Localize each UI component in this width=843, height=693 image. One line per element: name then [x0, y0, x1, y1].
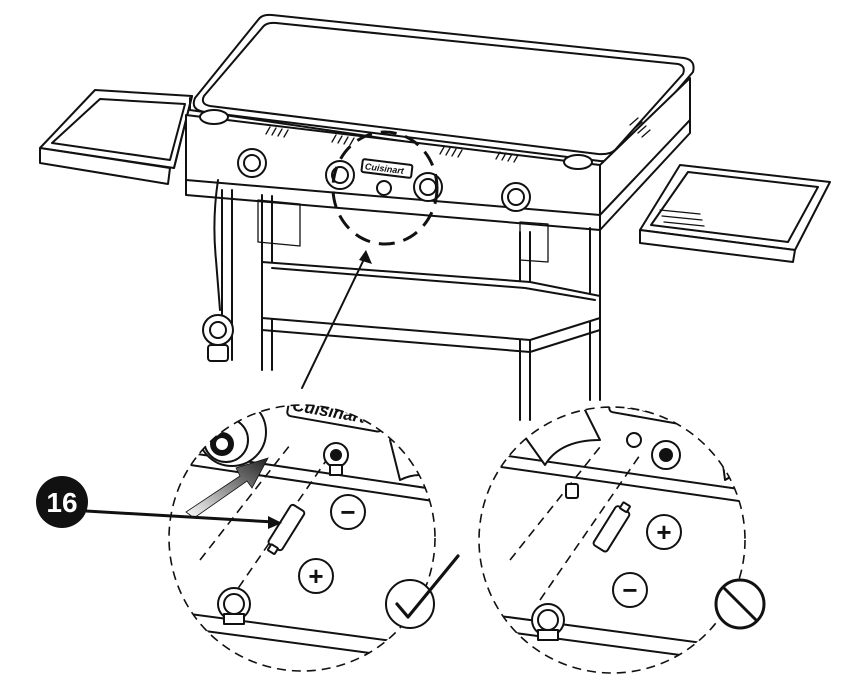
ignition-button	[376, 180, 392, 196]
propane-regulator	[202, 179, 234, 362]
brand-plate-small: Cuisinart	[360, 158, 414, 179]
callout-16: 16	[36, 476, 282, 529]
firebox-body: Cuisinart	[185, 77, 691, 246]
left-side-shelf	[39, 89, 193, 185]
control-knob-1	[237, 148, 267, 178]
grease-cup-left	[199, 109, 229, 125]
control-knob-detail-right	[651, 440, 681, 470]
detail-view-correct: Cuisinart −	[168, 404, 436, 672]
control-knob-lower-right	[531, 603, 565, 641]
control-knob-lower-left	[217, 587, 251, 625]
svg-text:−: −	[622, 575, 637, 605]
svg-text:+: +	[656, 517, 671, 547]
cart-frame	[221, 189, 601, 421]
battery-incorrect	[592, 501, 631, 553]
brand-label-small: Cuisinart	[364, 161, 405, 176]
svg-text:−: −	[340, 497, 355, 527]
insertion-arrow	[185, 457, 269, 519]
ignition-cap-detail	[323, 442, 349, 476]
negative-sign-correct: −	[330, 494, 366, 530]
control-knob-2	[325, 160, 355, 190]
ignition-cap-detail-right	[565, 432, 642, 499]
detail-highlight-circle	[331, 130, 439, 246]
positive-sign-incorrect: +	[646, 514, 682, 550]
callout-number: 16	[46, 487, 77, 518]
positive-sign-correct: +	[298, 558, 334, 594]
vent-slots	[265, 117, 651, 163]
check-icon	[385, 554, 460, 629]
detail-view-incorrect: Cuisinart	[478, 406, 746, 674]
control-knob-detail	[197, 405, 267, 467]
negative-sign-incorrect: −	[612, 572, 648, 608]
prohibited-icon	[714, 578, 766, 630]
right-side-shelf	[639, 164, 831, 263]
detail-leader-arrow	[301, 250, 372, 389]
grease-cup-right	[563, 154, 593, 170]
griddle-plate	[189, 13, 695, 171]
control-knob-4	[501, 182, 531, 212]
svg-text:+: +	[308, 561, 323, 591]
